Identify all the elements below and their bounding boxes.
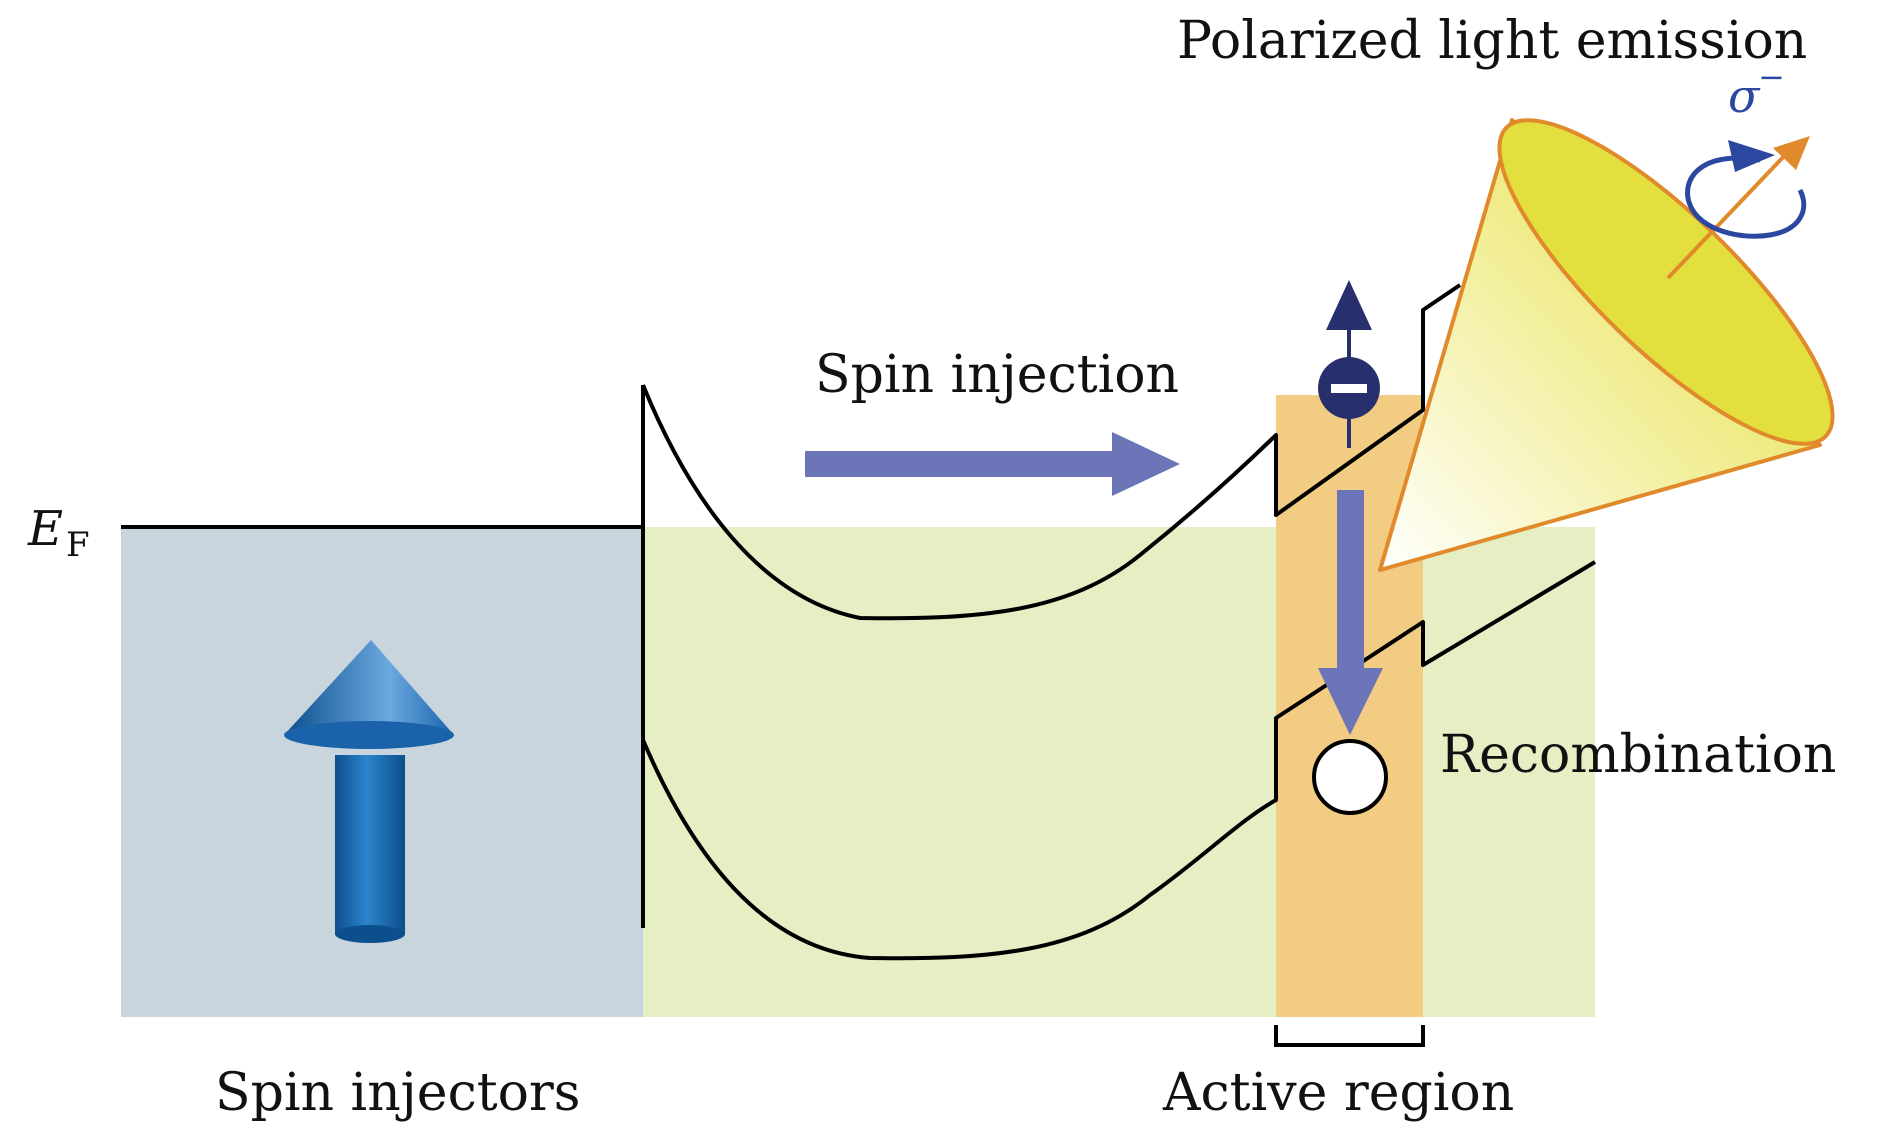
polarization-sigma-label: σ bbox=[1728, 69, 1761, 123]
fermi-level-subscript: F bbox=[66, 525, 90, 565]
fermi-level-label: E bbox=[27, 501, 63, 557]
spin-up-arrow-icon bbox=[284, 640, 454, 943]
electron-spin-up-icon bbox=[1318, 280, 1380, 448]
light-cone-icon bbox=[1378, 118, 1835, 572]
spin-injection-label: Spin injection bbox=[815, 345, 1179, 405]
light-direction-arrow bbox=[1666, 136, 1810, 280]
polarization-sigma-superscript: − bbox=[1758, 58, 1785, 96]
recombination-label: Recombination bbox=[1440, 725, 1836, 785]
semiconductor-region bbox=[643, 527, 1595, 1017]
spin-injection-arrow bbox=[805, 432, 1180, 496]
active-region-bracket bbox=[1274, 1025, 1425, 1047]
recombination-arrow bbox=[1318, 490, 1383, 735]
valence-band bbox=[641, 560, 1597, 961]
circular-polarization-icon bbox=[1685, 140, 1807, 239]
conduction-band bbox=[641, 283, 1462, 621]
active-region-label: Active region bbox=[1162, 1063, 1514, 1123]
hole-icon bbox=[1312, 739, 1388, 815]
polarized-light-label: Polarized light emission bbox=[1177, 11, 1807, 71]
spin-injectors-label: Spin injectors bbox=[215, 1063, 580, 1123]
